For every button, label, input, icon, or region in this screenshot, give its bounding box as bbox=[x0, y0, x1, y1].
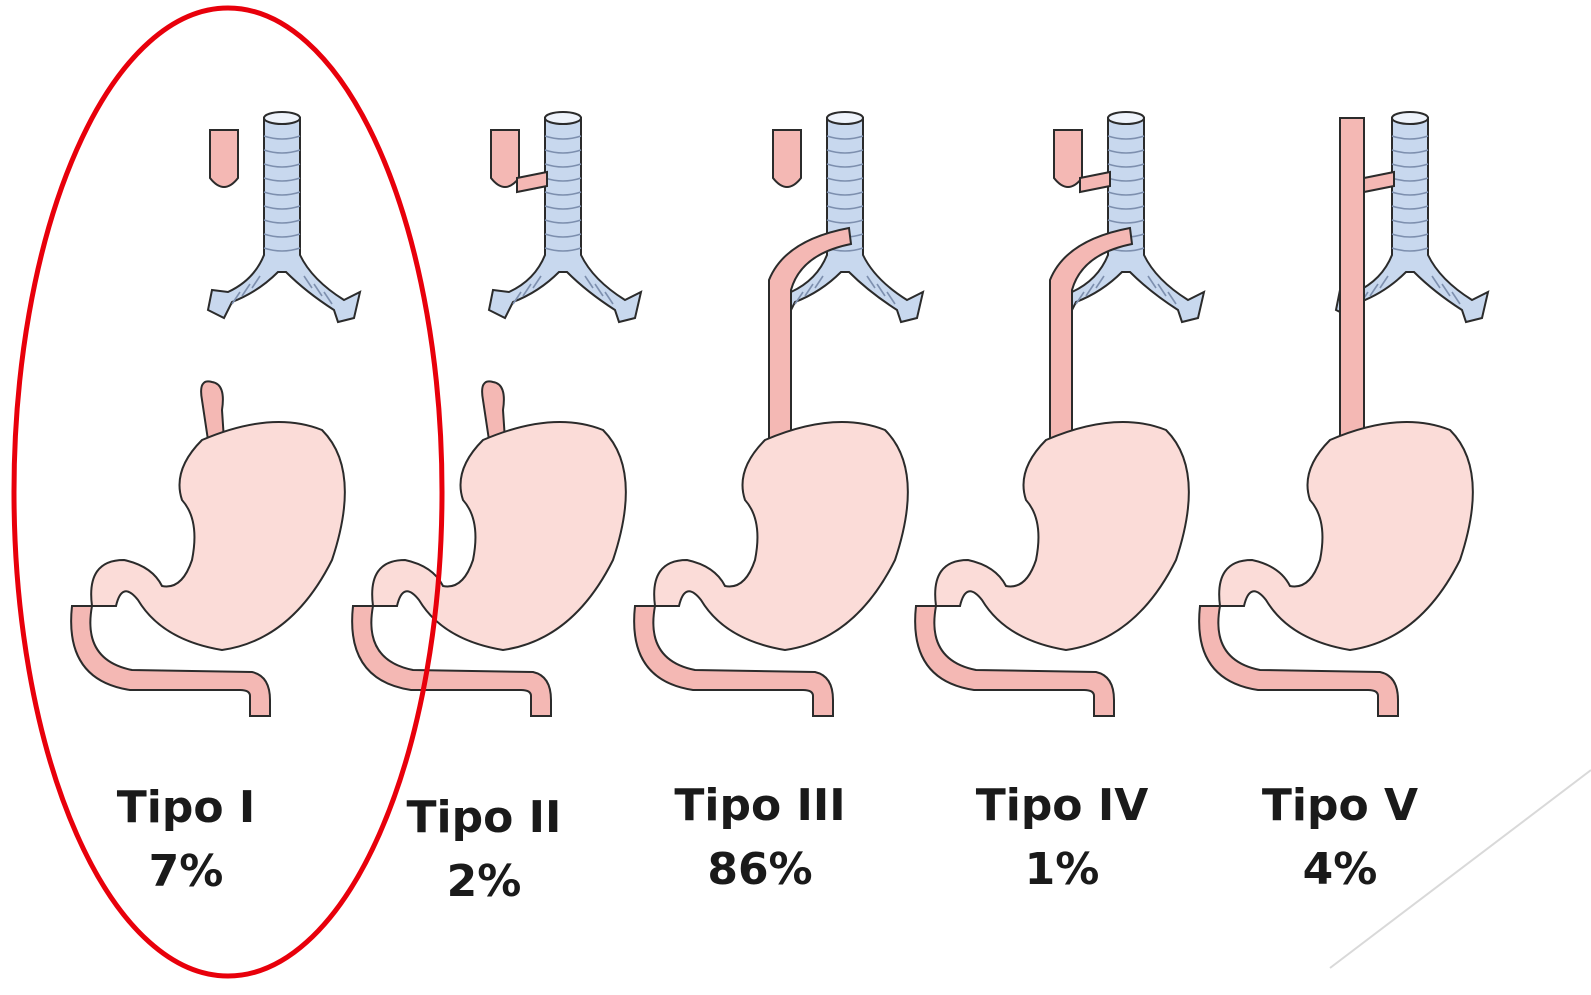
panel-5 bbox=[1199, 112, 1488, 716]
stomach-icon bbox=[935, 422, 1189, 650]
type-labels: Tipo I 7% Tipo II 2% Tipo III 86% Tipo I… bbox=[117, 780, 1418, 907]
upper-fistula bbox=[1080, 172, 1110, 192]
stomach-icon bbox=[1219, 422, 1473, 650]
upper-fistula bbox=[1364, 172, 1394, 192]
percent-label-2: 2% bbox=[447, 856, 522, 907]
stomach-icon bbox=[654, 422, 908, 650]
stomach-icon bbox=[372, 422, 626, 650]
percent-label-1: 7% bbox=[149, 846, 224, 897]
upper-esophagus-pouch bbox=[491, 130, 519, 187]
lower-esophagus-blind bbox=[201, 381, 224, 440]
panel-3 bbox=[634, 112, 923, 716]
panel-4 bbox=[915, 112, 1204, 716]
type-label-2: Tipo II bbox=[407, 792, 562, 843]
panel-2 bbox=[352, 112, 641, 716]
upper-esophagus-pouch bbox=[1054, 130, 1082, 187]
panel-1 bbox=[71, 112, 360, 716]
stomach-icon bbox=[91, 422, 345, 650]
percent-label-5: 4% bbox=[1303, 844, 1378, 895]
type-label-5: Tipo V bbox=[1262, 780, 1418, 831]
lower-esophagus-blind bbox=[482, 381, 505, 440]
type-label-1: Tipo I bbox=[117, 782, 256, 833]
percent-label-3: 86% bbox=[707, 844, 812, 895]
type-label-4: Tipo IV bbox=[976, 780, 1149, 831]
type-label-3: Tipo III bbox=[674, 780, 845, 831]
upper-esophagus-pouch bbox=[210, 130, 238, 187]
upper-esophagus-pouch bbox=[773, 130, 801, 187]
upper-fistula bbox=[517, 172, 547, 192]
percent-label-4: 1% bbox=[1025, 844, 1100, 895]
